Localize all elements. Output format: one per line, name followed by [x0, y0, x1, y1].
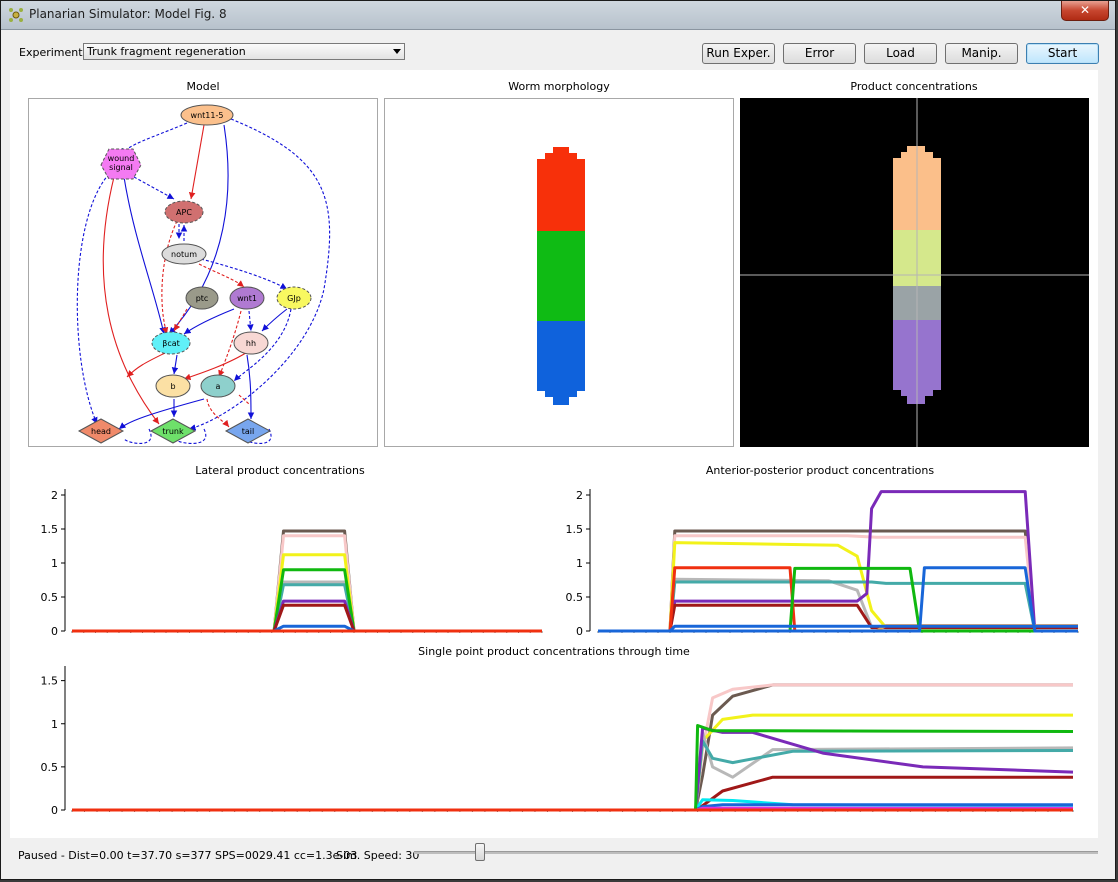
product-map — [740, 98, 1089, 447]
series-line — [72, 583, 542, 633]
node-b[interactable]: b — [170, 382, 175, 391]
node-apc[interactable]: APC — [176, 208, 192, 217]
product-panel[interactable] — [740, 98, 1089, 447]
run-experiment-button[interactable]: Run Exper. — [702, 43, 775, 64]
experiment-label: Experiment: — [19, 46, 87, 59]
title-bar[interactable]: Planarian Simulator: Model Fig. 8 ✕ — [1, 1, 1115, 30]
close-button[interactable]: ✕ — [1061, 1, 1109, 21]
chart-title: Single point product concentrations thro… — [418, 645, 690, 658]
error-button[interactable]: Error — [783, 43, 856, 64]
load-button[interactable]: Load — [864, 43, 937, 64]
toolbar: Experiment: Trunk fragment regeneration … — [1, 37, 1115, 65]
series-line — [72, 726, 1074, 812]
morphology-panel[interactable] — [384, 98, 734, 447]
node-wound-signal-line2[interactable]: signal — [109, 163, 133, 172]
node-tail[interactable]: tail — [242, 427, 254, 436]
y-tick-label: 0 — [51, 804, 58, 817]
model-panel[interactable]: wnt11-5 wound signal APC notum ptc wnt1 … — [28, 98, 378, 447]
timeline-chart[interactable]: Single point product concentrations thro… — [10, 642, 1098, 832]
series-line — [598, 566, 1078, 633]
node-notum[interactable]: notum — [171, 250, 197, 259]
y-tick-label: 1.5 — [41, 523, 59, 536]
ap-chart[interactable]: Anterior-posterior product concentration… — [550, 460, 1098, 640]
node-hh[interactable]: hh — [246, 339, 256, 348]
dropdown-arrow-icon — [393, 49, 401, 54]
node-ptc[interactable]: ptc — [196, 294, 209, 303]
node-gjp[interactable]: GJp — [287, 294, 301, 303]
worm-morphology — [537, 147, 585, 405]
status-text: Paused - Dist=0.00 t=37.70 s=377 SPS=002… — [18, 849, 358, 862]
window-title: Planarian Simulator: Model Fig. 8 — [29, 7, 227, 21]
product-title: Product concentrations — [850, 80, 978, 93]
y-tick-label: 0 — [576, 625, 583, 638]
node-wound-signal-line1[interactable]: wound — [108, 154, 135, 163]
y-tick-label: 1 — [51, 718, 58, 731]
node-bcat[interactable]: βcat — [162, 339, 180, 348]
status-bar: Paused - Dist=0.00 t=37.70 s=377 SPS=002… — [0, 840, 1114, 868]
series-line — [72, 739, 1074, 812]
model-graph: wnt11-5 wound signal APC notum ptc wnt1 … — [76, 104, 331, 445]
series-line — [72, 730, 1074, 812]
y-tick-label: 1.5 — [41, 675, 59, 688]
lateral-chart[interactable]: Lateral product concentrations 0 0.5 1 1.5 2 — [10, 460, 550, 640]
chart-title: Lateral product concentrations — [195, 464, 365, 477]
y-tick-label: 0 — [51, 625, 58, 638]
speed-slider-handle[interactable] — [474, 843, 485, 861]
worm-tail-region — [537, 321, 585, 405]
y-tick-label: 0.5 — [566, 591, 584, 604]
manip-button[interactable]: Manip. — [945, 43, 1018, 64]
experiment-select[interactable]: Trunk fragment regeneration — [83, 43, 405, 60]
speed-label: Sim. Speed: 30 — [336, 849, 420, 862]
series-line — [598, 624, 1078, 633]
node-trunk[interactable]: trunk — [162, 427, 184, 436]
y-tick-label: 1.5 — [566, 523, 584, 536]
node-wnt1[interactable]: wnt1 — [237, 294, 257, 303]
experiment-select-value: Trunk fragment regeneration — [87, 45, 246, 58]
y-tick-label: 2 — [51, 489, 58, 502]
series-line — [72, 553, 542, 633]
y-tick-label: 1 — [576, 557, 583, 570]
node-wnt11-5[interactable]: wnt11-5 — [191, 111, 224, 120]
series-line — [72, 713, 1073, 812]
morphology-title: Worm morphology — [508, 80, 610, 93]
y-tick-label: 2 — [576, 489, 583, 502]
chart-title: Anterior-posterior product concentration… — [706, 464, 935, 477]
app-icon — [9, 8, 23, 22]
model-title: Model — [186, 80, 220, 93]
start-button[interactable]: Start — [1026, 43, 1099, 64]
content-area: Model — [10, 70, 1098, 838]
worm-trunk-region — [537, 231, 585, 321]
worm-head-region — [537, 147, 585, 231]
node-head[interactable]: head — [91, 427, 111, 436]
y-tick-label: 0.5 — [41, 591, 59, 604]
node-a[interactable]: a — [216, 382, 221, 391]
series-line — [598, 566, 1078, 633]
y-tick-label: 1 — [51, 557, 58, 570]
y-tick-label: 0.5 — [41, 761, 59, 774]
speed-slider-track[interactable] — [414, 851, 1098, 854]
